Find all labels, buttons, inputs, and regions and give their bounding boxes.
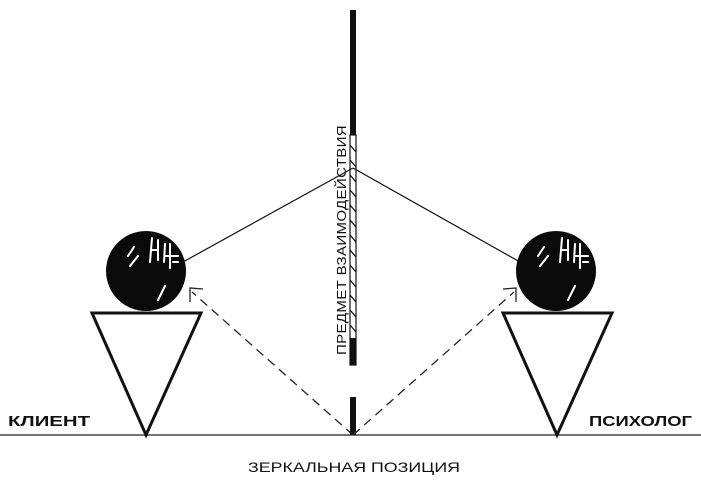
psychologist-head-ball	[516, 231, 596, 311]
psychologist-figure	[500, 231, 615, 439]
interaction-object-label: ПРЕДМЕТ ВЗАИМОДЕЙСТВИЯ	[334, 125, 349, 355]
client-figure	[89, 231, 204, 439]
psychologist-label: ПСИХОЛОГ	[589, 413, 693, 430]
psychologist-view-line	[352, 167, 521, 263]
client-label: КЛИЕНТ	[8, 413, 90, 430]
client-head-ball	[106, 231, 186, 311]
psychologist-body-triangle	[500, 311, 615, 439]
interaction-object-bar	[349, 10, 357, 435]
diagram-caption: ЗЕРКАЛЬНАЯ ПОЗИЦИЯ	[248, 459, 460, 475]
reflection-arrow-to-client	[189, 287, 354, 436]
client-body-triangle	[89, 311, 204, 439]
reflection-arrow-to-psychologist	[352, 287, 517, 436]
client-view-line	[182, 167, 354, 263]
